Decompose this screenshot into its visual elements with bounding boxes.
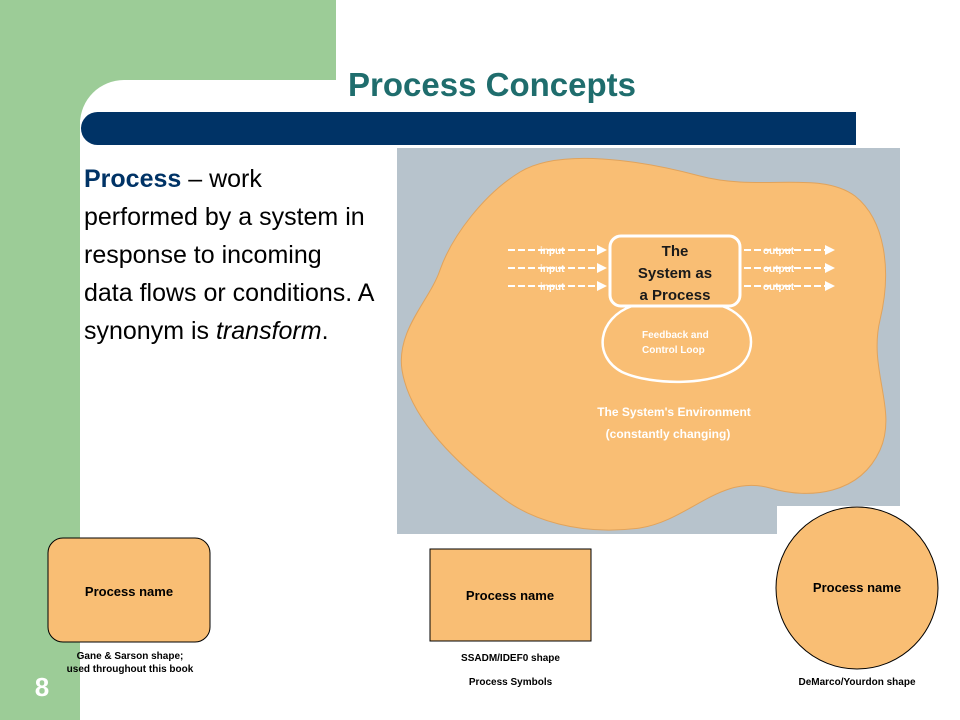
feedback-label: Control Loop (642, 345, 705, 356)
ssadm-caption: SSADM/IDEF0 shape (461, 653, 560, 664)
environment-label: (constantly changing) (606, 427, 731, 441)
input-arrows (508, 245, 607, 291)
symbols-group-caption: Process Symbols (468, 677, 553, 688)
demarco-process-label: Process name (813, 580, 901, 595)
body-synonym: transform (215, 317, 322, 345)
output-label: output (763, 264, 795, 275)
ssadm-symbol (429, 548, 592, 642)
feedback-loop (601, 304, 753, 384)
input-label: input (540, 246, 565, 257)
body-period: . (321, 317, 329, 345)
gane-caption: Gane & Sarson shape; used throughout thi… (66, 651, 194, 675)
demarco-symbol (775, 506, 939, 670)
environment-blob (400, 157, 887, 531)
output-label: output (763, 282, 795, 293)
slide-number: 8 (34, 672, 50, 702)
output-arrows (744, 245, 835, 291)
process-box-label: System as (638, 265, 712, 282)
demarco-caption: DeMarco/Yourdon shape (798, 677, 916, 688)
body-definition: – work performed by a system in response… (84, 165, 374, 345)
input-label: input (540, 282, 565, 293)
body-text: Process – work performed by a system in … (84, 160, 374, 350)
feedback-label: Feedback and (642, 330, 709, 341)
process-box-label: The (662, 243, 689, 260)
body-term: Process (84, 165, 182, 193)
process-box-label: a Process (640, 287, 711, 304)
gane-process-label: Process name (85, 584, 173, 599)
system-process-box (608, 234, 742, 308)
output-label: output (763, 246, 795, 257)
title-underline-bar (81, 112, 856, 145)
ssadm-process-label: Process name (466, 588, 554, 603)
environment-label: The System's Environment (597, 405, 751, 419)
input-label: input (540, 264, 565, 275)
gane-sarson-symbol (47, 537, 211, 643)
slide-title: Process Concepts (348, 66, 636, 103)
content-corner (80, 80, 380, 220)
